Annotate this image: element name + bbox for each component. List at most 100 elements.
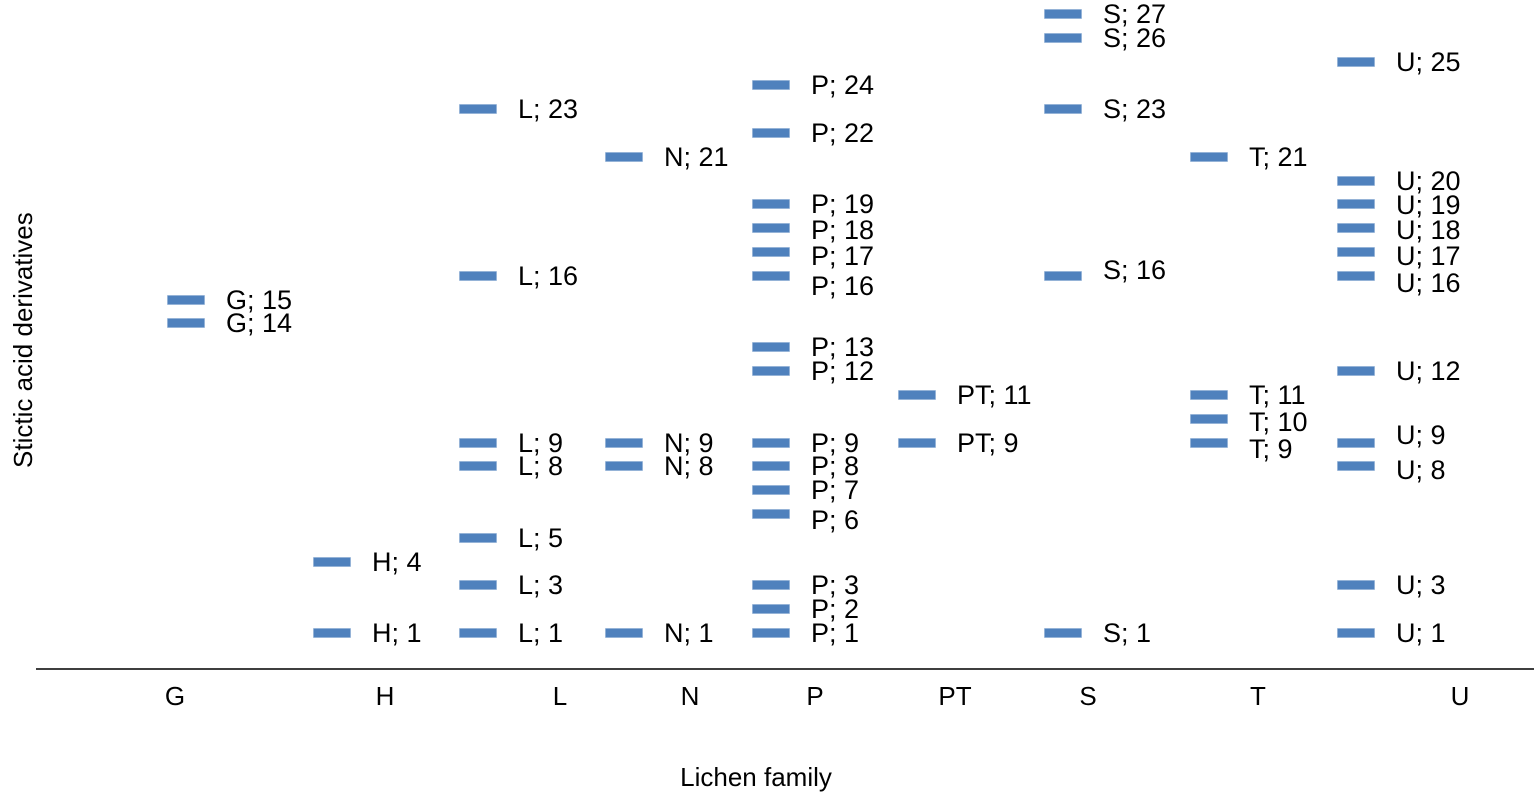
data-point-marker (605, 437, 643, 448)
x-tick-label-N: N (680, 681, 700, 711)
data-point-marker (898, 389, 936, 400)
data-point-marker (1337, 580, 1375, 591)
x-tick-label-G: G (164, 681, 186, 711)
data-point-marker (459, 461, 497, 472)
data-point-label: P; 12 (811, 356, 875, 387)
data-point-marker (459, 628, 497, 638)
data-point-label: P; 1 (811, 618, 860, 648)
data-point-marker (752, 366, 790, 377)
data-point-marker (1044, 270, 1082, 281)
data-point-label: S; 16 (1103, 254, 1167, 285)
data-point-label: U; 9 (1396, 419, 1446, 450)
data-point-label: N; 8 (664, 451, 714, 482)
data-point-label: S; 1 (1103, 618, 1152, 648)
data-point-marker (1337, 270, 1375, 281)
data-point-marker (605, 628, 643, 638)
data-point-label: U; 16 (1396, 267, 1461, 298)
data-point-label: T; 11 (1249, 379, 1306, 410)
data-point-label: L; 23 (518, 94, 579, 125)
data-point-marker (313, 628, 351, 638)
data-point-marker (459, 104, 497, 115)
data-point-marker (1337, 628, 1375, 638)
data-point-label: PT; 9 (957, 427, 1019, 458)
data-point-label: P; 3 (811, 570, 860, 601)
data-point-label: P; 9 (811, 427, 860, 458)
data-point-marker (459, 437, 497, 448)
data-point-label: U; 19 (1396, 190, 1461, 221)
data-point-marker (898, 437, 936, 448)
data-point-label: L; 3 (518, 570, 564, 601)
data-point-marker (1190, 413, 1228, 424)
data-point-marker (1337, 56, 1375, 67)
data-point-label: P; 7 (811, 475, 860, 506)
x-tick-label-T: T (1250, 681, 1266, 711)
data-point-marker (1044, 32, 1082, 43)
data-point-label: G; 14 (226, 308, 293, 339)
data-point-marker (167, 294, 205, 305)
data-point-label: U; 20 (1396, 165, 1461, 196)
data-point-label: S; 26 (1103, 22, 1167, 53)
data-point-marker (1190, 151, 1228, 162)
data-point-label: T; 9 (1249, 433, 1293, 464)
data-point-marker (313, 556, 351, 567)
data-point-label: T; 21 (1249, 141, 1308, 172)
data-point-label: P; 19 (811, 189, 875, 220)
data-point-marker (605, 151, 643, 162)
data-point-marker (1190, 389, 1228, 400)
x-axis-line (36, 668, 1534, 670)
data-point-marker (459, 532, 497, 543)
data-point-marker (752, 604, 790, 615)
data-point-label: H; 4 (372, 546, 422, 577)
x-tick-label-P: P (806, 681, 824, 711)
data-point-label: P; 13 (811, 332, 875, 363)
data-point-marker (1190, 437, 1228, 448)
data-point-label: U; 18 (1396, 215, 1461, 246)
data-point-label: U; 3 (1396, 570, 1446, 601)
data-point-label: G; 15 (226, 284, 293, 315)
data-point-marker (1337, 366, 1375, 377)
data-point-label: L; 8 (518, 451, 564, 482)
data-point-marker (1044, 8, 1082, 19)
data-point-marker (1337, 199, 1375, 210)
data-point-marker (752, 80, 790, 91)
data-point-marker (752, 223, 790, 234)
data-point-marker (752, 437, 790, 448)
data-point-marker (752, 342, 790, 353)
data-point-label: U; 12 (1396, 356, 1461, 387)
data-point-label: N; 1 (664, 618, 714, 648)
data-point-label: T; 10 (1249, 406, 1308, 437)
data-point-marker (167, 318, 205, 329)
data-point-label: H; 1 (372, 618, 422, 648)
data-point-marker (752, 199, 790, 210)
data-point-label: L; 16 (518, 260, 579, 291)
x-tick-label-PT: PT (938, 681, 972, 711)
data-point-marker (752, 127, 790, 138)
x-tick-label-S: S (1079, 681, 1097, 711)
data-point-marker (752, 461, 790, 472)
data-point-marker (1337, 461, 1375, 472)
data-point-label: P; 17 (811, 241, 875, 272)
data-point-label: N; 9 (664, 427, 714, 458)
y-axis-title: Stictic acid derivatives (8, 212, 38, 468)
data-point-label: N; 21 (664, 141, 729, 172)
data-point-marker (752, 485, 790, 496)
data-point-label: P; 16 (811, 270, 875, 301)
data-point-label: P; 22 (811, 117, 875, 148)
data-point-label: U; 8 (1396, 455, 1446, 486)
data-point-label: P; 8 (811, 451, 860, 482)
x-tick-label-L: L (552, 681, 568, 711)
data-point-label: L; 1 (518, 618, 564, 648)
data-point-label: P; 6 (811, 504, 860, 535)
data-point-label: L; 5 (518, 522, 564, 553)
data-point-marker (1337, 247, 1375, 258)
data-point-marker (1337, 175, 1375, 186)
x-tick-label-H: H (375, 681, 395, 711)
data-point-label: L; 9 (518, 427, 564, 458)
data-point-label: U; 1 (1396, 618, 1446, 648)
data-point-marker (752, 580, 790, 591)
data-point-marker (1044, 104, 1082, 115)
x-axis-title: Lichen family (680, 762, 832, 792)
data-point-marker (752, 247, 790, 258)
data-point-label: PT; 11 (957, 379, 1032, 410)
